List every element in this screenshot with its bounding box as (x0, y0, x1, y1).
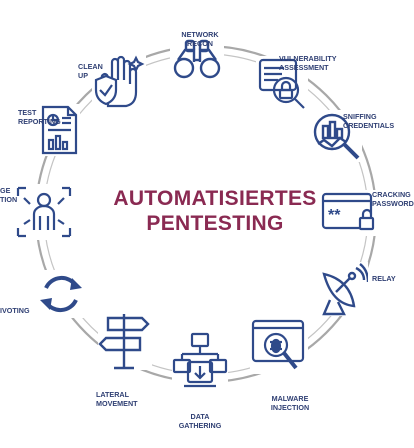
svg-text:**: ** (328, 207, 341, 224)
step-label-pivoting: IVOTING (0, 306, 30, 315)
binoculars-icon (170, 38, 224, 80)
server-lock-icon (256, 56, 308, 110)
center-title-line2: PENTESTING (146, 212, 284, 235)
network-data-icon (172, 332, 228, 390)
signpost-icon (98, 310, 152, 370)
cycle-arrows-icon (36, 270, 86, 318)
satellite-dish-icon (314, 262, 368, 316)
hand-shield-icon (92, 54, 146, 110)
step-label-relay: RELAY (372, 274, 396, 283)
password-lock-icon: ** (320, 190, 378, 236)
magnifier-chart-icon (310, 110, 362, 162)
bug-magnifier-icon (250, 318, 308, 374)
center-title-line1: AUTOMATISIERTES (113, 187, 317, 210)
user-targeting-icon (14, 184, 74, 240)
center-title: AUTOMATISIERTES PENTESTING (95, 186, 335, 236)
report-document-icon (40, 104, 80, 156)
